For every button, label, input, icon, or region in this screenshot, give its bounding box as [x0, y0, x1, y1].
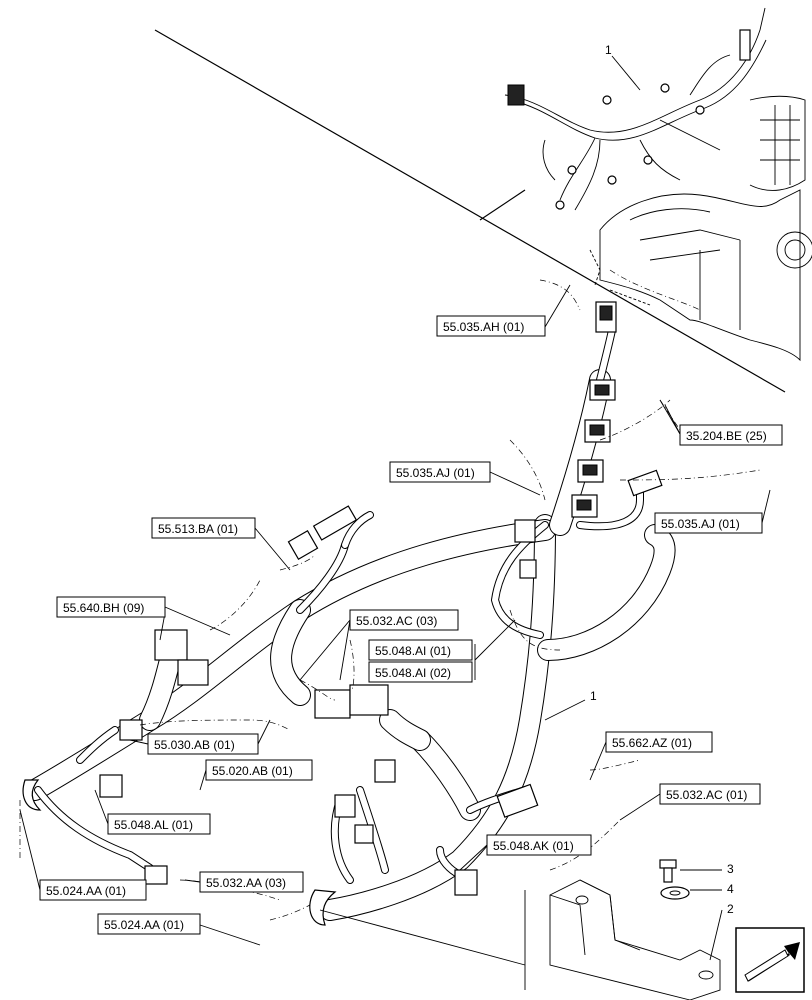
callout-55-032-ac-03: 55.032.AC (03): [349, 609, 459, 631]
svg-text:55.032.AA (03): 55.032.AA (03): [206, 876, 286, 890]
reference-lines: [19, 269, 761, 921]
callout-55-035-aj-right: 55.035.AJ (01): [654, 512, 763, 534]
item-number-harness-main: 1: [590, 689, 597, 703]
callout-55-024-aa-bottom: 55.024.AA (01): [97, 913, 201, 935]
callout-55-513-ba: 55.513.BA (01): [151, 517, 256, 539]
inset-harness-overview: [504, 7, 812, 362]
svg-text:55.048.AK (01): 55.048.AK (01): [493, 839, 574, 853]
callout-55-030-ab: 55.030.AB (01): [147, 733, 259, 755]
svg-text:55.035.AJ (01): 55.035.AJ (01): [396, 466, 475, 480]
leader-item-1-top: [611, 55, 641, 91]
callout-55-020-ab: 55.020.AB (01): [205, 759, 313, 781]
callout-55-640-bh: 55.640.BH (09): [56, 596, 166, 618]
callout-55-032-aa: 55.032.AA (03): [199, 871, 304, 893]
callout-leaders: [19, 284, 771, 990]
svg-text:55.024.AA (01): 55.024.AA (01): [46, 884, 126, 898]
item-number-bracket: 2: [727, 902, 734, 916]
bracket-assembly: [549, 859, 721, 1000]
item-number-bolt: 3: [727, 862, 734, 876]
svg-text:55.048.AI (01): 55.048.AI (01): [375, 644, 451, 658]
svg-text:55.035.AH (01): 55.035.AH (01): [443, 320, 524, 334]
svg-text:55.640.BH (09): 55.640.BH (09): [63, 601, 144, 615]
svg-text:35.204.BE (25): 35.204.BE (25): [686, 429, 767, 443]
svg-text:55.030.AB (01): 55.030.AB (01): [154, 738, 235, 752]
callout-55-024-aa-left: 55.024.AA (01): [39, 879, 147, 901]
leader-item-2: [709, 909, 723, 961]
main-harness: [24, 369, 676, 921]
svg-text:55.024.AA (01): 55.024.AA (01): [104, 918, 184, 932]
item-number-washer: 4: [727, 882, 734, 896]
callout-35-204-be: 35.204.BE (25): [679, 424, 783, 446]
separator-line: [154, 29, 786, 393]
callout-55-048-ai-02: 55.048.AI (02): [368, 661, 473, 683]
callout-55-048-ak: 55.048.AK (01): [486, 834, 592, 856]
leader-item-1-main: [544, 699, 586, 721]
svg-text:55.035.AJ (01): 55.035.AJ (01): [661, 517, 740, 531]
callout-55-662-az: 55.662.AZ (01): [605, 731, 713, 753]
item-number-harness-top: 1: [605, 43, 612, 57]
callout-55-032-ac-01: 55.032.AC (01): [659, 783, 761, 805]
callout-55-048-al: 55.048.AL (01): [107, 813, 211, 835]
next-page-arrow-icon[interactable]: [735, 927, 805, 993]
break-line: [479, 189, 526, 221]
svg-text:55.048.AL (01): 55.048.AL (01): [114, 818, 193, 832]
svg-text:55.513.BA (01): 55.513.BA (01): [158, 522, 238, 536]
callout-55-035-ah: 55.035.AH (01): [436, 315, 546, 337]
svg-text:55.662.AZ (01): 55.662.AZ (01): [612, 736, 692, 750]
svg-text:55.048.AI (02): 55.048.AI (02): [375, 666, 451, 680]
connectors: [22, 301, 663, 926]
svg-text:55.020.AB (01): 55.020.AB (01): [212, 764, 293, 778]
callout-55-035-aj-left: 55.035.AJ (01): [389, 461, 491, 483]
svg-text:55.032.AC (03): 55.032.AC (03): [356, 614, 437, 628]
svg-text:55.032.AC (01): 55.032.AC (01): [666, 788, 747, 802]
callout-55-048-ai-01: 55.048.AI (01): [368, 639, 473, 661]
